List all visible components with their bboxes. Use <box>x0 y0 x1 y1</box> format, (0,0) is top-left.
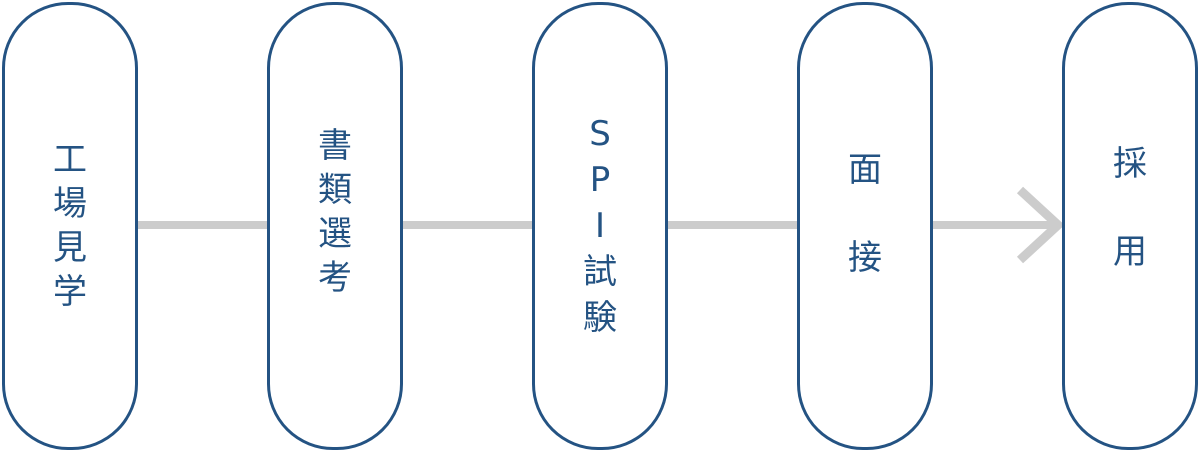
arrow-right-icon <box>1016 186 1065 264</box>
step-label: 採 用 <box>1113 144 1147 272</box>
step-label: 書 類 選 考 <box>318 126 352 298</box>
step-spi-test: S P I 試 験 <box>532 2 668 450</box>
connector-4 <box>933 221 1053 229</box>
connector-1 <box>138 221 268 229</box>
step-factory-tour: 工 場 見 学 <box>2 2 138 450</box>
step-interview: 面 接 <box>797 2 933 450</box>
step-hiring: 採 用 <box>1062 2 1198 450</box>
step-label: 面 接 <box>848 150 882 278</box>
connector-2 <box>403 221 533 229</box>
step-label: 工 場 見 学 <box>53 140 87 312</box>
connector-3 <box>668 221 798 229</box>
step-label: S P I 試 験 <box>583 114 617 338</box>
step-document-screening: 書 類 選 考 <box>267 2 403 450</box>
